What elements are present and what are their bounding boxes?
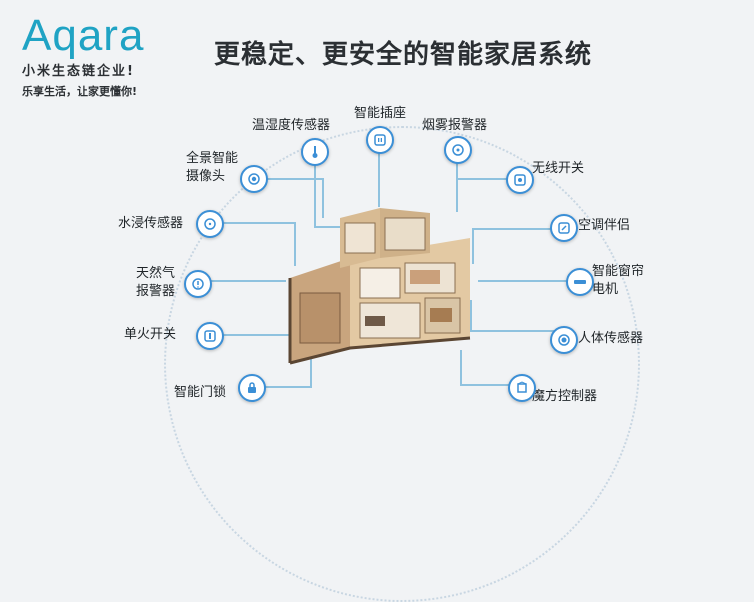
- logo-slogan: 乐享生活，让家更懂你!: [22, 85, 138, 98]
- device-label-single-wire-switch: 单火开关: [124, 327, 177, 342]
- device-label-panoramic-camera: 全景智能 摄像头: [186, 151, 239, 184]
- device-label-motion-sensor: 人体传感器: [578, 331, 644, 346]
- device-label-gas-alarm: 天然气 报警器: [136, 266, 176, 299]
- logo-subtitle: 小米生态链企业!: [22, 64, 135, 79]
- device-label-curtain-motor: 智能窗帘 电机: [592, 264, 645, 297]
- single-wire-switch-icon[interactable]: [196, 322, 224, 350]
- logo-wordmark: Aqara: [22, 11, 145, 60]
- device-label-water-leak-sensor: 水浸传感器: [118, 216, 184, 231]
- device-label-wireless-switch: 无线开关: [532, 161, 585, 176]
- motion-sensor-icon[interactable]: [550, 326, 578, 354]
- page-title: 更稳定、更安全的智能家居系统: [214, 40, 593, 70]
- gas-alarm-icon[interactable]: [184, 270, 212, 298]
- device-label-smart-socket: 智能插座: [354, 106, 407, 121]
- socket-icon[interactable]: [366, 126, 394, 154]
- ac-companion-icon[interactable]: [550, 214, 578, 242]
- water-sensor-icon[interactable]: [196, 210, 224, 238]
- cube-controller-icon[interactable]: [508, 374, 536, 402]
- device-label-smart-door-lock: 智能门锁: [174, 385, 227, 400]
- device-label-temperature-humidity-sensor: 温湿度传感器: [252, 118, 331, 133]
- device-label-smoke-alarm: 烟雾报警器: [422, 118, 488, 133]
- smart-home-floorplan-illustration: [288, 208, 471, 365]
- curtain-motor-icon[interactable]: [566, 268, 594, 296]
- device-label-ac-companion: 空调伴侣: [578, 218, 631, 233]
- camera-icon[interactable]: [240, 165, 268, 193]
- aqara-logo: Aqara 小米生态链企业! 乐享生活，让家更懂你!: [22, 10, 182, 99]
- thermometer-icon[interactable]: [301, 138, 329, 166]
- wireless-switch-icon[interactable]: [506, 166, 534, 194]
- device-label-cube-controller: 魔方控制器: [532, 389, 598, 404]
- door-lock-icon[interactable]: [238, 374, 266, 402]
- smoke-alarm-icon[interactable]: [444, 136, 472, 164]
